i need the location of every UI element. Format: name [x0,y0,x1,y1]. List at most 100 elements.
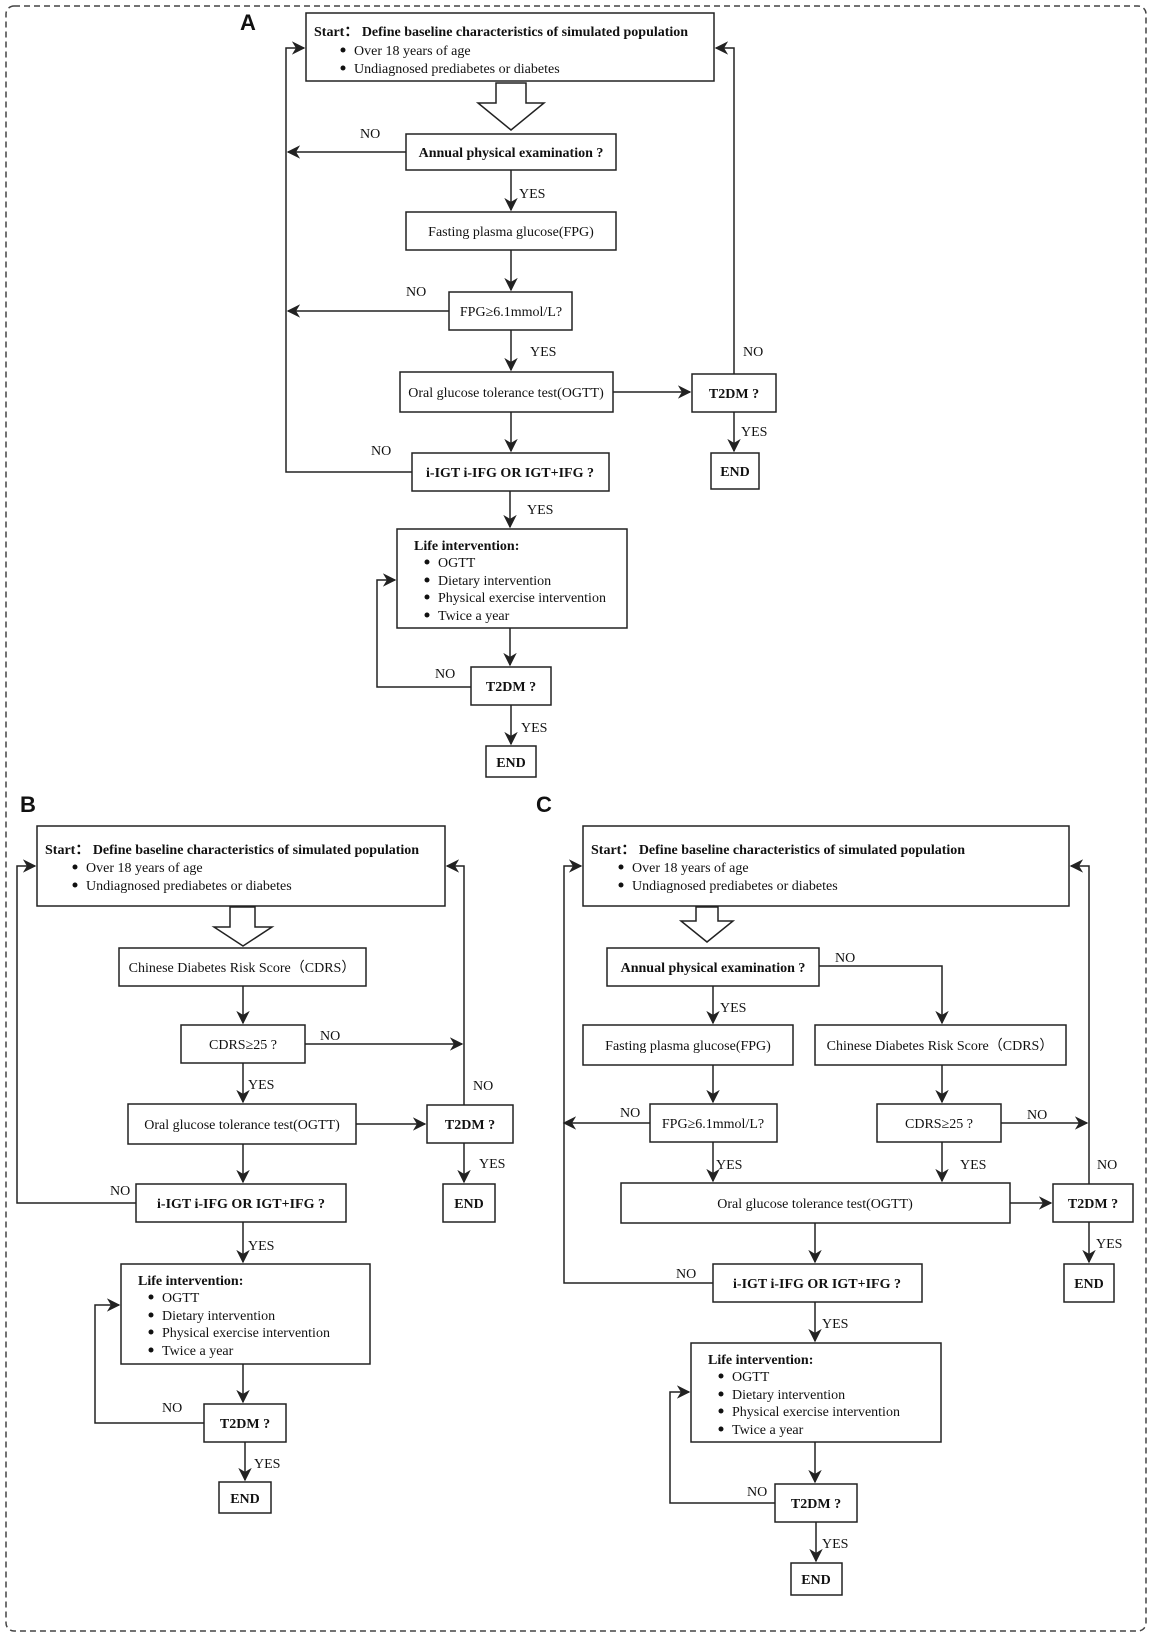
a-label-no-right: NO [743,345,763,360]
b-life-title: Life intervention: [138,1274,243,1289]
a-start-box [305,12,715,82]
b-arrow-t2dm-no-loop [94,1298,204,1424]
c-fpg-check-label: FPG≥6.1mmol/L? [662,1117,764,1132]
b-label-no-igt: NO [110,1184,130,1199]
b-label-no-cdrs: NO [320,1029,340,1044]
a-fpg-check-label: FPG≥6.1mmol/L? [460,305,562,320]
c-igt-label: i-IGT i-IFG OR IGT+IFG ? [733,1277,901,1292]
c-label-yes-2: YES [716,1158,742,1173]
c-label-no-igt: NO [676,1267,696,1282]
c-t2dm-bottom-label: T2DM ? [791,1497,841,1512]
a-label-no-fpg: NO [406,285,426,300]
b-t2dm-bottom-label: T2DM ? [220,1417,270,1432]
c-life-bullet-2: Dietary intervention [732,1388,845,1403]
a-fpg-label: Fasting plasma glucose(FPG) [428,225,594,240]
a-label-yes-4: YES [527,503,553,518]
bullet [148,1312,154,1318]
a-start-title: Start： Define baseline characteristics o… [314,25,688,40]
c-end-bottom-box [790,1562,843,1596]
c-igt-box [712,1263,923,1303]
a-label-yes-3: YES [741,425,767,440]
bullet [718,1391,724,1397]
a-fpg-check-box [448,291,573,331]
b-life-bullet-3: Physical exercise intervention [162,1326,330,1341]
b-cdrs-check-box [180,1024,306,1064]
b-end-bottom-box [218,1481,272,1514]
b-end-right-box [442,1183,496,1223]
c-cdrs-box [814,1024,1067,1066]
b-start-bullet-2: Undiagnosed prediabetes or diabetes [86,879,292,894]
c-ogtt-label: Oral glucose tolerance test(OGTT) [717,1197,913,1212]
panel-letter-b: B [20,792,36,817]
c-label-no-exam: NO [835,951,855,966]
a-life-title: Life intervention: [414,539,519,554]
a-life-bullet-1: OGTT [438,556,476,571]
a-end-right-label: END [720,465,750,480]
c-annual-exam-box [606,947,820,987]
c-start-bullet-1: Over 18 years of age [632,861,749,876]
b-block-arrow-icon [211,906,275,947]
b-start-box [36,825,446,907]
b-life-box [120,1263,371,1365]
a-igt-label: i-IGT i-IFG OR IGT+IFG ? [426,466,594,481]
a-fpg-box [405,211,617,251]
c-arrow-t2dm-no-to-start [1069,859,1090,1184]
c-fpg-box [582,1024,794,1066]
bullet [72,882,78,888]
a-ogtt-label: Oral glucose tolerance test(OGTT) [408,386,604,401]
c-label-yes-3: YES [960,1158,986,1173]
bullet [718,1426,724,1432]
panel-letter-a: A [240,10,256,35]
c-t2dm-right-label: T2DM ? [1068,1197,1118,1212]
c-cdrs-label: Chinese Diabetes Risk Score（CDRS） [827,1038,1054,1054]
a-life-bullet-4: Twice a year [438,609,510,624]
b-life-bullet-4: Twice a year [162,1344,234,1359]
bullet [424,612,430,618]
a-end-bottom-label: END [496,756,526,771]
c-life-bullet-1: OGTT [732,1370,770,1385]
bullet [148,1329,154,1335]
a-t2dm-bottom-box [470,666,552,706]
c-label-yes-1: YES [720,1001,746,1016]
bullet [424,559,430,565]
b-t2dm-bottom-box [203,1403,287,1443]
a-life-bullet-2: Dietary intervention [438,574,551,589]
bullet [424,594,430,600]
b-cdrs-box [118,947,367,987]
c-arrow-exam-no-to-cdrs [819,965,949,1025]
c-cdrs-check-label: CDRS≥25 ? [905,1117,973,1132]
bullet [718,1408,724,1414]
c-t2dm-right-box [1052,1183,1134,1223]
a-block-arrow-icon [475,82,547,131]
bullet [424,577,430,583]
c-label-yes-4: YES [1096,1237,1122,1252]
a-t2dm-right-label: T2DM ? [709,387,759,402]
c-life-bullet-3: Physical exercise intervention [732,1405,900,1420]
a-life-box [396,528,628,629]
bullet [148,1347,154,1353]
a-t2dm-bottom-label: T2DM ? [486,680,536,695]
c-fpg-check-box [649,1103,778,1143]
a-annual-exam-label: Annual physical examination ? [419,146,604,161]
b-start-bullet-1: Over 18 years of age [86,861,203,876]
bullet [148,1294,154,1300]
b-label-yes-3: YES [479,1157,505,1172]
c-end-right-box [1063,1263,1115,1303]
b-label-yes-4: YES [254,1457,280,1472]
a-annual-exam-box [405,133,617,171]
a-arrow-t2dm-no-loop [376,573,471,688]
c-start-title: Start： Define baseline characteristics o… [591,843,965,858]
b-life-bullet-1: OGTT [162,1291,200,1306]
c-life-title: Life intervention: [708,1353,813,1368]
a-life-bullet-3: Physical exercise intervention [438,591,606,606]
c-start-bullet-2: Undiagnosed prediabetes or diabetes [632,879,838,894]
c-label-no-cdrs: NO [1027,1108,1047,1123]
c-end-right-label: END [1074,1277,1104,1292]
b-arrow-t2dm-no-to-start [445,859,465,1105]
c-life-bullet-4: Twice a year [732,1423,804,1438]
c-arrow-t2dm-no-loop [669,1385,775,1504]
b-label-no-right: NO [473,1079,493,1094]
c-ogtt-box [620,1182,1011,1224]
